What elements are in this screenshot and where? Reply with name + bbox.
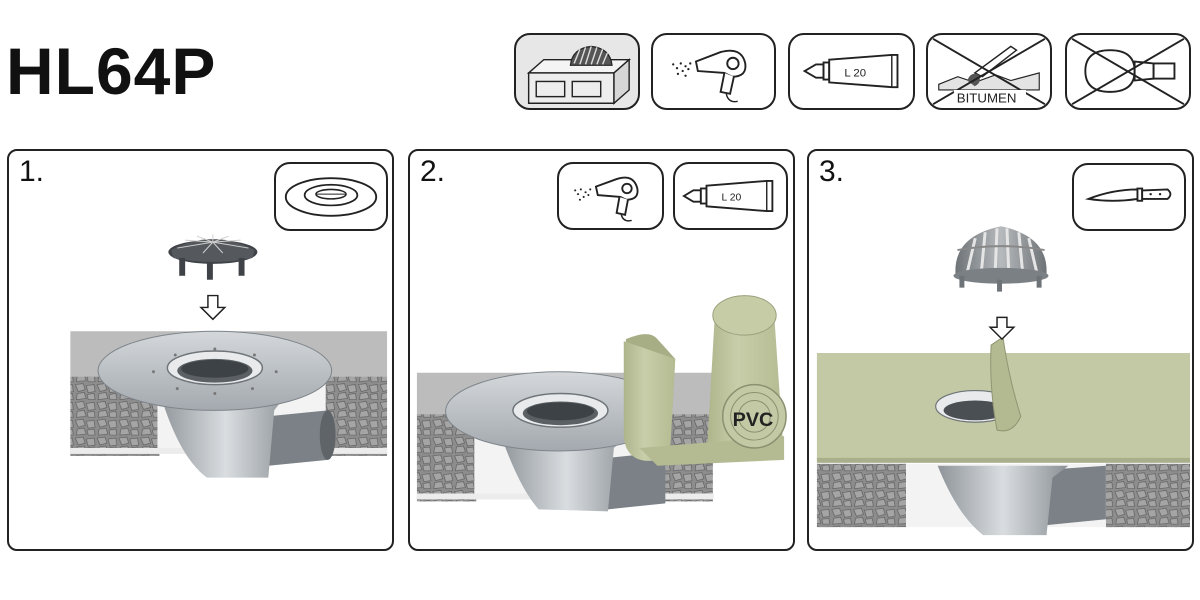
step-3-illustration: [816, 226, 1191, 536]
step-3-panel: 3.: [807, 149, 1194, 551]
tube-label: L 20: [844, 68, 866, 80]
step-number: 2.: [420, 155, 446, 188]
adhesive-tube-icon: L 20: [788, 33, 915, 110]
flat-grate-icon: [274, 162, 388, 231]
product-title: HL64P: [6, 34, 217, 108]
no-bitumen-icon: BITUMEN: [926, 33, 1052, 110]
knife-icon: [1072, 163, 1186, 231]
heat-gun-icon: [557, 162, 664, 230]
tube-label: L 20: [722, 193, 742, 204]
pvc-label: PVC: [733, 409, 774, 431]
no-torch-icon: [1065, 33, 1191, 110]
step-2-illustration: PVC: [416, 295, 787, 512]
adhesive-tube-icon: L 20: [673, 162, 788, 230]
step-1-panel: 1.: [7, 149, 394, 551]
step-2-panel: PVC 2. L 20: [408, 149, 795, 551]
bitumen-label: BITUMEN: [957, 90, 1017, 105]
step-number: 1.: [19, 155, 45, 188]
step-number: 3.: [819, 155, 845, 188]
step-1-illustration: [70, 234, 388, 478]
heat-gun-icon: [651, 33, 776, 110]
roof-grate-icon: [514, 33, 640, 110]
